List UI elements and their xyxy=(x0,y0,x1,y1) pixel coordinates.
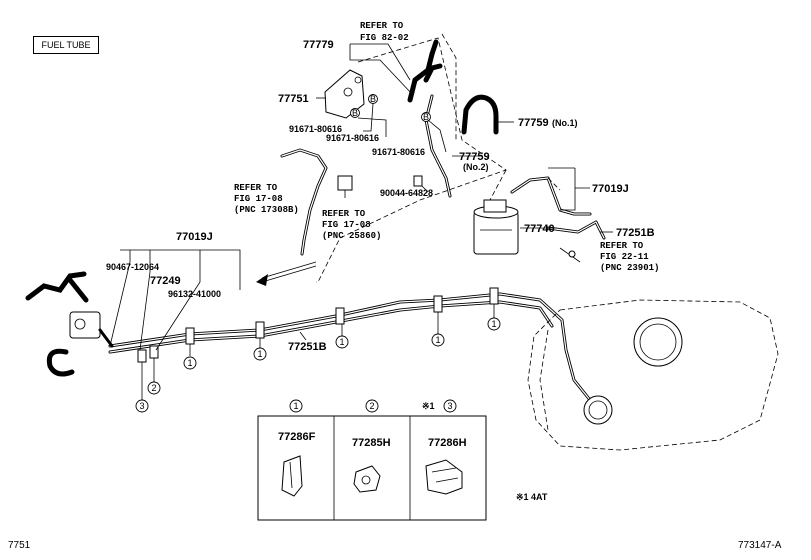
vapor-tube-left xyxy=(280,148,353,256)
refer-note-fig-22-11: REFER TO FIG 22-11 (PNC 23901) xyxy=(600,241,659,273)
label-77740: 77740 xyxy=(524,223,555,235)
clamp-marker-b-3: B xyxy=(421,112,431,122)
label-77251b-right: 77251B xyxy=(616,227,655,239)
label-91671-b: 91671-80616 xyxy=(326,133,379,143)
label-77759-no1-note: (No.1) xyxy=(552,118,578,128)
label-77779: 77779 xyxy=(303,39,334,51)
clamp-marker-b-2: B xyxy=(350,108,360,118)
footer-right-code: 773147-A xyxy=(738,540,782,551)
svg-text:REFER TO: REFER TO xyxy=(234,183,278,193)
main-fuel-tube xyxy=(108,292,592,402)
legend-note-4at: ※1 4AT xyxy=(516,492,548,502)
fuel-tube-tag: FUEL TUBE xyxy=(33,36,99,54)
label-90467: 90467-12064 xyxy=(106,262,159,272)
legend-col3-prefix: ※1 xyxy=(422,401,435,411)
svg-text:(PNC 23901): (PNC 23901) xyxy=(600,263,659,273)
hose-77779 xyxy=(407,39,443,103)
clamp-type-3-marker: 3 xyxy=(135,362,149,413)
svg-text:REFER TO: REFER TO xyxy=(322,209,366,219)
tube-77019j-right xyxy=(510,176,592,216)
hose-77759-no2 xyxy=(424,94,452,198)
leader-lines xyxy=(109,43,613,351)
label-77251b-main: 77251B xyxy=(288,341,327,353)
direction-arrow xyxy=(256,261,317,286)
svg-text:B: B xyxy=(423,112,429,122)
label-77759-no2-note: (No.2) xyxy=(463,162,489,172)
label-90044: 90044-64828 xyxy=(380,188,433,198)
tube-77251b-right xyxy=(546,220,606,240)
legend-col2-number: 2 xyxy=(369,401,374,411)
label-77759-no1: 77759 xyxy=(518,117,549,129)
svg-text:B: B xyxy=(370,94,376,104)
hose-77759-no1 xyxy=(461,94,499,135)
svg-text:FIG 82-02: FIG 82-02 xyxy=(360,33,409,43)
svg-text:B: B xyxy=(352,108,358,118)
label-91671-a: 91671-80616 xyxy=(289,124,342,134)
svg-text:REFER TO: REFER TO xyxy=(360,21,404,31)
label-96132: 96132-41000 xyxy=(168,289,221,299)
label-91671-c: 91671-80616 xyxy=(372,147,425,157)
svg-text:2: 2 xyxy=(151,383,156,393)
clamp-marker-b-1: B xyxy=(368,94,378,104)
label-77759-no2: 77759 xyxy=(459,151,490,163)
legend-col1-part: 77286F xyxy=(278,431,316,443)
canister-77740 xyxy=(473,199,519,255)
fuel-tank xyxy=(527,299,779,451)
clamp-77285h-drawing xyxy=(353,465,381,493)
svg-text:1: 1 xyxy=(435,335,440,345)
svg-text:1: 1 xyxy=(491,319,496,329)
svg-text:1: 1 xyxy=(257,349,262,359)
legend-col1-number: 1 xyxy=(293,401,298,411)
legend-col2-part: 77285H xyxy=(352,437,391,449)
upper-dash-2 xyxy=(441,33,457,140)
connector-right-end xyxy=(568,250,576,258)
clamp-type-1-markers: 1 1 1 1 1 xyxy=(183,304,501,370)
svg-text:(PNC 25860): (PNC 25860) xyxy=(322,231,381,241)
bracket-77751 xyxy=(324,69,365,119)
label-77751: 77751 xyxy=(278,93,309,105)
upper-group-outline xyxy=(316,37,507,283)
refer-note-fig-17-08-a: REFER TO FIG 17-08 (PNC 17308B) xyxy=(234,183,299,215)
svg-text:1: 1 xyxy=(339,337,344,347)
label-77019j-left: 77019J xyxy=(176,231,213,243)
legend-col3-number: 3 xyxy=(447,401,452,411)
legend-col3-part: 77286H xyxy=(428,437,467,449)
svg-text:3: 3 xyxy=(139,401,144,411)
right-dash xyxy=(489,169,561,201)
svg-text:1: 1 xyxy=(187,358,192,368)
svg-text:(PNC 17308B): (PNC 17308B) xyxy=(234,205,299,215)
footer-left-code: 7751 xyxy=(8,540,31,551)
clamp-type-2-marker: 2 xyxy=(147,358,161,395)
svg-text:FIG 17-08: FIG 17-08 xyxy=(322,220,371,230)
svg-text:REFER TO: REFER TO xyxy=(600,241,644,251)
clip-90044 xyxy=(413,175,423,187)
refer-note-fig-17-08-b: REFER TO FIG 17-08 (PNC 25860) xyxy=(322,209,381,241)
left-end-assembly xyxy=(25,271,114,377)
clamp-legend-table: 1 2 ※1 3 77286F 77285H 77286H xyxy=(257,399,487,521)
label-77019j-right: 77019J xyxy=(592,183,629,195)
svg-text:FIG 17-08: FIG 17-08 xyxy=(234,194,283,204)
label-77249: 77249 xyxy=(150,275,181,287)
refer-note-fig-82-02: REFER TO FIG 82-02 xyxy=(360,21,409,43)
clamp-77286f-drawing xyxy=(281,455,303,497)
svg-text:FIG 22-11: FIG 22-11 xyxy=(600,252,649,262)
